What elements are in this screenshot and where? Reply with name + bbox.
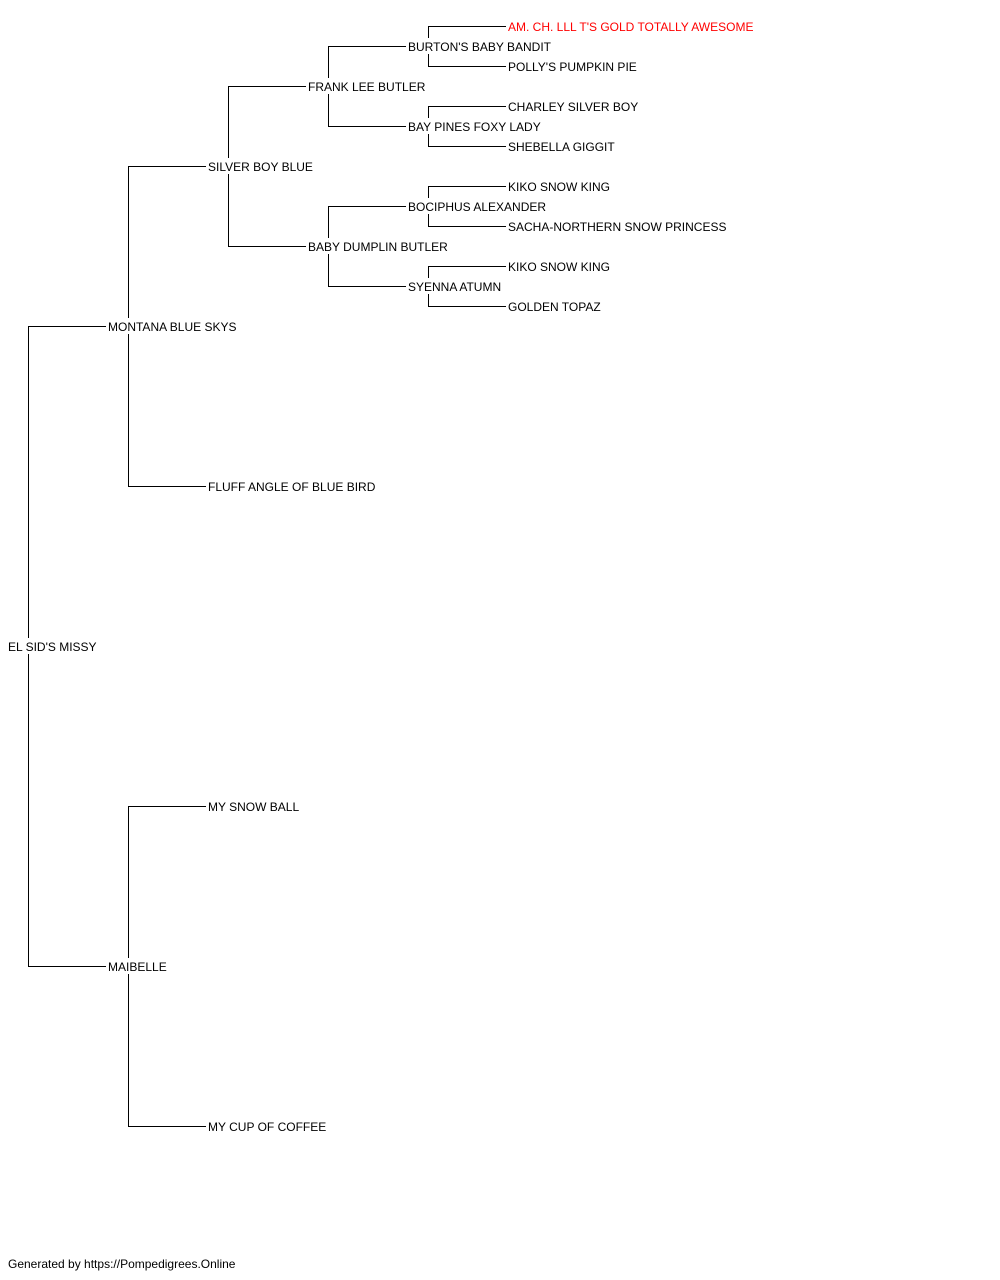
sire-connector-vertical [328, 46, 329, 78]
sire-connector-vertical [128, 166, 129, 318]
dam-connector-vertical [28, 654, 29, 966]
subject-dog-name: EL SID'S MISSY [8, 640, 98, 654]
dam-connector-horizontal [428, 66, 506, 67]
ancestor-name: SYENNA ATUMN [408, 280, 503, 294]
dam-connector-vertical [328, 94, 329, 126]
sire-connector-horizontal [328, 46, 406, 47]
ancestor-name: AM. CH. LLL T'S GOLD TOTALLY AWESOME [508, 20, 755, 34]
ancestor-name: KIKO SNOW KING [508, 260, 612, 274]
dam-connector-vertical [428, 294, 429, 306]
dam-connector-vertical [128, 334, 129, 486]
generated-by-footer: Generated by https://Pompedigrees.Online [8, 1257, 236, 1271]
dam-connector-horizontal [428, 226, 506, 227]
sire-connector-vertical [28, 326, 29, 638]
sire-connector-horizontal [128, 166, 206, 167]
ancestor-name: MAIBELLE [108, 960, 168, 974]
ancestor-name: FRANK LEE BUTLER [308, 80, 427, 94]
ancestor-name: CHARLEY SILVER BOY [508, 100, 640, 114]
sire-connector-horizontal [428, 186, 506, 187]
dam-connector-vertical [428, 134, 429, 146]
dam-connector-horizontal [328, 286, 406, 287]
dam-connector-vertical [328, 254, 329, 286]
sire-connector-horizontal [28, 326, 106, 327]
dam-connector-horizontal [328, 126, 406, 127]
ancestor-name: FLUFF ANGLE OF BLUE BIRD [208, 480, 377, 494]
ancestor-name: MONTANA BLUE SKYS [108, 320, 238, 334]
sire-connector-horizontal [128, 806, 206, 807]
dam-connector-horizontal [428, 306, 506, 307]
ancestor-name: MY SNOW BALL [208, 800, 301, 814]
ancestor-name: BOCIPHUS ALEXANDER [408, 200, 548, 214]
ancestor-name: MY CUP OF COFFEE [208, 1120, 328, 1134]
sire-connector-horizontal [428, 266, 506, 267]
ancestor-name: SILVER BOY BLUE [208, 160, 314, 174]
sire-connector-horizontal [428, 26, 506, 27]
ancestor-name: SHEBELLA GIGGIT [508, 140, 616, 154]
ancestor-name: GOLDEN TOPAZ [508, 300, 602, 314]
sire-connector-vertical [428, 266, 429, 278]
dam-connector-horizontal [28, 966, 106, 967]
ancestor-name: BURTON'S BABY BANDIT [408, 40, 552, 54]
dam-connector-vertical [128, 974, 129, 1126]
ancestor-name: BABY DUMPLIN BUTLER [308, 240, 449, 254]
sire-connector-vertical [428, 26, 429, 38]
sire-connector-vertical [328, 206, 329, 238]
dam-connector-horizontal [228, 246, 306, 247]
dam-connector-vertical [428, 54, 429, 66]
ancestor-name: POLLY'S PUMPKIN PIE [508, 60, 638, 74]
sire-connector-horizontal [228, 86, 306, 87]
sire-connector-horizontal [328, 206, 406, 207]
sire-connector-vertical [228, 86, 229, 158]
ancestor-name: SACHA-NORTHERN SNOW PRINCESS [508, 220, 728, 234]
sire-connector-vertical [428, 186, 429, 198]
ancestor-name: KIKO SNOW KING [508, 180, 612, 194]
ancestor-name: BAY PINES FOXY LADY [408, 120, 542, 134]
dam-connector-vertical [428, 214, 429, 226]
dam-connector-vertical [228, 174, 229, 246]
dam-connector-horizontal [128, 1126, 206, 1127]
sire-connector-vertical [128, 806, 129, 958]
dam-connector-horizontal [428, 146, 506, 147]
sire-connector-horizontal [428, 106, 506, 107]
dam-connector-horizontal [128, 486, 206, 487]
sire-connector-vertical [428, 106, 429, 118]
